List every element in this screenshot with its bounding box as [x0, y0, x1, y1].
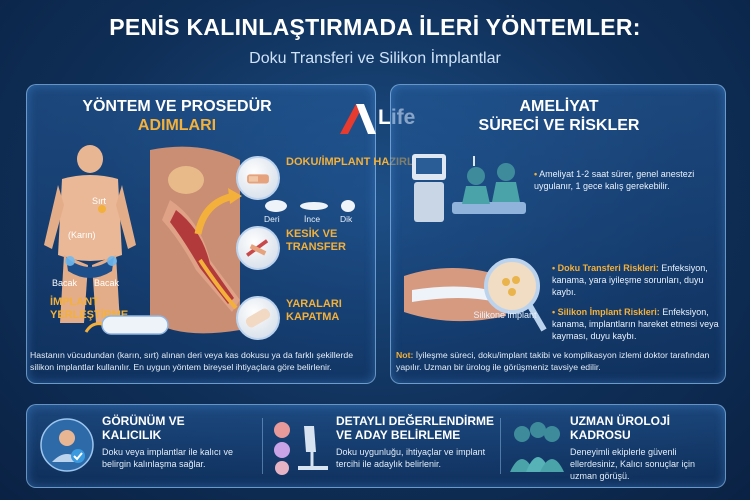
label-bacak-right: Bacak — [94, 278, 120, 288]
note-text: İyileşme süreci, doku/implant takibi ve … — [396, 350, 710, 372]
risk-implant-text: Enfeksiyon, kanama, implantların hareket… — [552, 307, 719, 342]
note-lead: Not: — [396, 350, 414, 360]
bullet-dot-icon: • — [552, 263, 556, 273]
size-deri: Deri — [264, 214, 280, 224]
highlights-panel — [26, 404, 726, 488]
implant-sizes-icon — [265, 200, 355, 212]
methods-title-line2: ADIMLARI — [137, 117, 217, 135]
surgery-info: • Ameliyat 1-2 saat sürer, genel anestez… — [534, 168, 714, 192]
anatomy-illustration — [150, 146, 240, 334]
label-bacak-left: Bacak — [52, 278, 78, 288]
risk-tissue-text: Enfeksiyon, kanama, yara iyileşme sorunl… — [552, 263, 708, 298]
risk-implant: • Silikon İmplant Riskleri: Enfeksiyon, … — [552, 306, 720, 342]
arrow-icon — [194, 188, 242, 235]
microscope-icon — [274, 422, 328, 475]
surgery-note: Not: İyileşme süreci, doku/implant takib… — [396, 350, 722, 373]
medical-team-icon — [510, 422, 564, 472]
torso-illustration — [44, 145, 136, 323]
highlight-title-appearance: GÖRÜNÜM VE KALICILIK — [102, 414, 185, 443]
highlight-title-team: UZMAN ÜROLOJİ KADROSU — [570, 414, 670, 443]
divider — [500, 418, 501, 474]
surgery-title-line1: AMELİYAT — [519, 98, 599, 115]
step-label-closure: YARALARI KAPATMA — [286, 298, 342, 323]
size-ince: İnce — [304, 214, 321, 224]
label-sirt: Sırt — [92, 196, 107, 206]
methods-note: Hastanın vücudundan (karın, sırt) alınan… — [30, 350, 354, 372]
highlight-text-appearance: Doku veya implantlar ile kalıcı ve belir… — [102, 447, 234, 470]
risk-tissue-head: Doku Transferi Riskleri: — [557, 263, 659, 273]
highlight-text-evaluation: Doku uygunluğu, ihtiyaçlar ve implant te… — [336, 447, 486, 470]
implant-caption: Silikone implant — [473, 310, 537, 320]
divider — [262, 418, 263, 474]
label-karin: (Karın) — [68, 230, 96, 240]
patient-check-icon — [40, 418, 94, 472]
implant-icon — [84, 315, 169, 335]
methods-panel-title: YÖNTEM VE PROSEDÜR ADIMLARI — [27, 97, 327, 135]
risk-implant-head: Silikon İmplant Riskleri: — [557, 307, 660, 317]
prep-icon — [236, 156, 280, 200]
surgery-panel: AMELİYAT SÜRECİ VE RİSKLER — [390, 84, 726, 384]
implant-magnifier-illustration — [404, 258, 547, 332]
surgery-title-line2: SÜRECİ VE RİSKLER — [478, 117, 640, 135]
bullet-dot-icon: • — [552, 307, 556, 317]
highlight-title-evaluation: DETAYLI DEĞERLENDİRME VE ADAY BELİRLEME — [336, 414, 495, 443]
life-logo-icon — [340, 104, 376, 134]
page-subtitle: Doku Transferi ve Silikon İmplantlar — [249, 50, 501, 67]
surgery-panel-title: AMELİYAT SÜRECİ VE RİSKLER — [391, 97, 727, 135]
step-label-incision: KESİK VE TRANSFER — [286, 228, 346, 253]
methods-title-line1: YÖNTEM VE PROSEDÜR — [82, 98, 272, 115]
operating-room-illustration — [412, 154, 526, 222]
surgery-info-text: Ameliyat 1-2 saat sürer, genel anestezi … — [534, 169, 695, 192]
page-title: PENİS KALINLAŞTIRMADA İLERİ YÖNTEMLER: — [109, 14, 641, 40]
highlight-text-team: Deneyimli ekiplerle güvenli ellerdesiniz… — [570, 447, 696, 482]
risk-tissue: • Doku Transferi Riskleri: Enfeksiyon, k… — [552, 262, 720, 298]
size-dik: Dik — [340, 214, 353, 224]
incision-icon — [236, 226, 280, 270]
bullet-dot-icon: • — [534, 169, 538, 179]
bandage-icon — [236, 296, 280, 340]
